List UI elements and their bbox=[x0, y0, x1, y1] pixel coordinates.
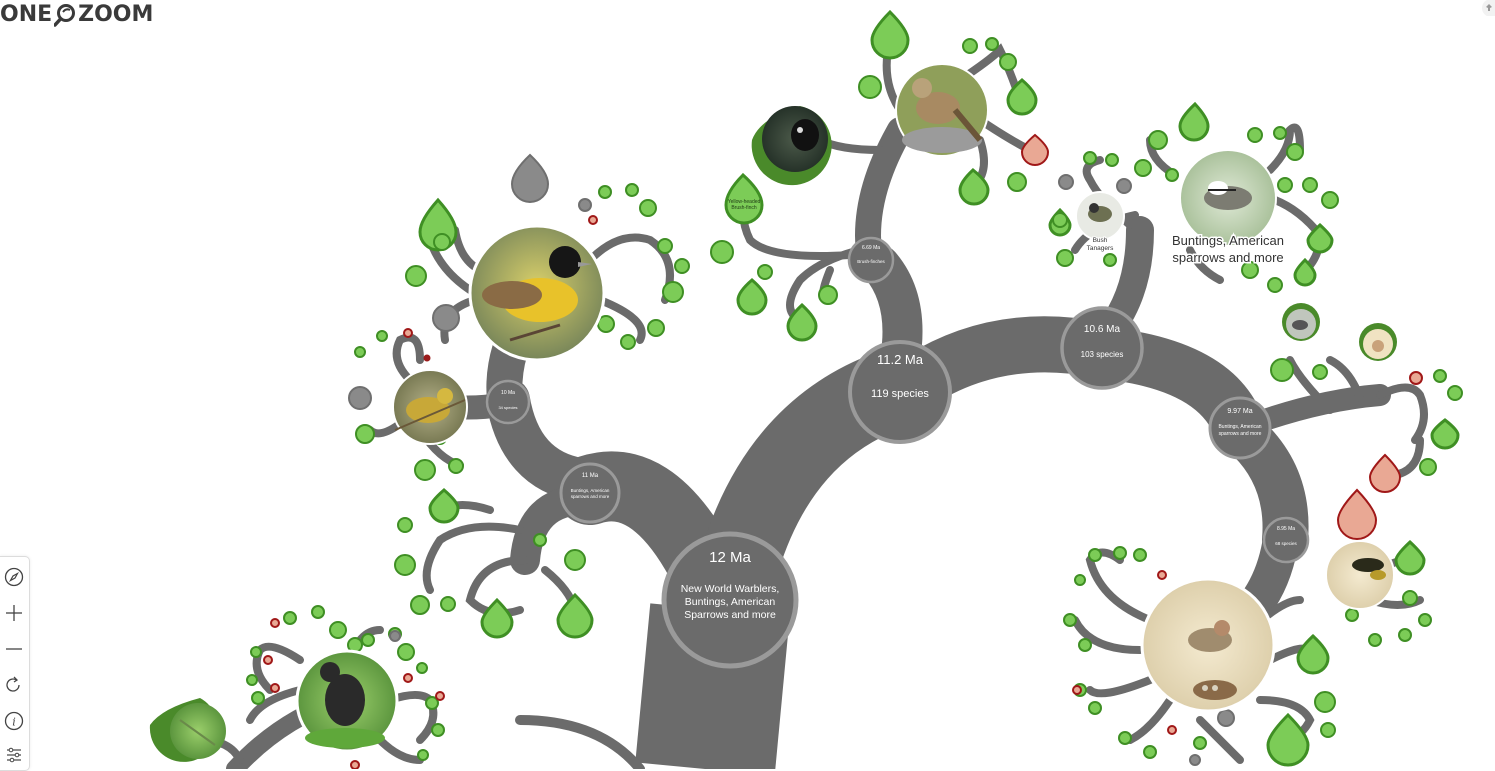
reset-icon[interactable] bbox=[0, 669, 28, 701]
photo-pale-bird bbox=[1325, 540, 1395, 610]
bush-tanagers-label-1: Bush bbox=[1093, 237, 1108, 244]
node-12ma bbox=[661, 531, 799, 669]
node-root-label-3: Sparrows and more bbox=[684, 609, 776, 621]
photo-white-crowned-sparrow bbox=[1179, 149, 1277, 247]
photo-illustrated-sparrow bbox=[1140, 577, 1276, 713]
node-10-6ma bbox=[1060, 306, 1144, 390]
photo-black-headed-bunting bbox=[468, 224, 606, 362]
node-text: 12 Ma New World Warblers, Buntings, Amer… bbox=[498, 245, 1297, 621]
photo-yellowhammer bbox=[392, 369, 468, 445]
node-669-label: Brush-finches bbox=[857, 259, 885, 264]
leaf-labels: Buntings, American sparrows and more Bus… bbox=[1086, 232, 1286, 267]
node-root-label-1: New World Warblers, bbox=[681, 583, 780, 595]
node-11-2ma bbox=[848, 340, 952, 444]
yellow-headed-label: Yellow-headed bbox=[728, 199, 761, 205]
buntings-label-2: sparrows and more bbox=[1172, 250, 1283, 265]
settings-icon[interactable] bbox=[0, 739, 28, 771]
node-11ma bbox=[559, 462, 621, 524]
node-895-age: 8.95 Ma bbox=[1277, 526, 1295, 532]
node-rings bbox=[485, 236, 1310, 669]
photo-bush-tanager bbox=[1075, 191, 1125, 241]
leaves bbox=[246, 9, 1463, 769]
compass-icon[interactable] bbox=[0, 561, 28, 593]
photo-dark-bird bbox=[751, 106, 832, 186]
photo-leaf-bird bbox=[149, 698, 226, 762]
photo-black-finch bbox=[295, 649, 399, 753]
node-root-label-2: Buntings, American bbox=[685, 596, 776, 608]
node-6-69ma bbox=[847, 236, 895, 284]
magnifier-icon bbox=[53, 3, 76, 27]
logo-text-zoom: ZOOM bbox=[78, 2, 154, 27]
node-895-label: 68 species bbox=[1275, 541, 1297, 546]
node-112-age: 11.2 Ma bbox=[877, 352, 924, 367]
node-997-label-1: Buntings, American bbox=[1218, 424, 1261, 430]
node-10ma bbox=[485, 379, 531, 425]
buntings-label-1: Buntings, American bbox=[1172, 233, 1284, 248]
species-photos: Yellow-headed Brush-finch bbox=[149, 63, 1397, 762]
node-997-label-2: sparrows and more bbox=[1219, 431, 1262, 437]
node-11-age: 11 Ma bbox=[582, 473, 599, 479]
svg-text:Brush-finch: Brush-finch bbox=[731, 205, 757, 211]
photo-drawing-leaf bbox=[1359, 323, 1397, 361]
node-root-age: 12 Ma bbox=[709, 549, 751, 566]
logo-text-one: ONE bbox=[0, 2, 53, 27]
node-9-97ma bbox=[1208, 396, 1272, 460]
node-10-age: 10 Ma bbox=[501, 390, 515, 396]
svg-text:i: i bbox=[12, 716, 16, 729]
bush-tanagers-label-2: Tanagers bbox=[1087, 245, 1114, 252]
photo-rock-sparrow bbox=[895, 63, 989, 157]
node-11-label-1: Buntings, American bbox=[571, 488, 610, 493]
node-112-label: 119 species bbox=[871, 388, 929, 400]
node-669-age: 6.69 Ma bbox=[862, 245, 880, 251]
zoom-out-icon[interactable] bbox=[0, 633, 28, 665]
zoom-in-icon[interactable] bbox=[0, 597, 28, 629]
node-10-label: 34 species bbox=[498, 405, 517, 410]
node-997-age: 9.97 Ma bbox=[1227, 408, 1252, 415]
photo-yellow-headed-brush-finch: Yellow-headed Brush-finch bbox=[724, 172, 764, 225]
node-11-label-2: sparrows and more bbox=[571, 494, 610, 499]
navigation-toolbar: i bbox=[0, 556, 30, 771]
node-8-95ma bbox=[1262, 516, 1310, 564]
corner-pin-icon[interactable] bbox=[1481, 0, 1495, 17]
node-106-label: 103 species bbox=[1081, 350, 1124, 359]
info-icon[interactable]: i bbox=[0, 705, 28, 737]
onezoom-logo[interactable]: ONE ZOOM bbox=[0, 2, 153, 27]
node-106-age: 10.6 Ma bbox=[1084, 324, 1121, 335]
photo-small-sparrow bbox=[1282, 303, 1320, 341]
